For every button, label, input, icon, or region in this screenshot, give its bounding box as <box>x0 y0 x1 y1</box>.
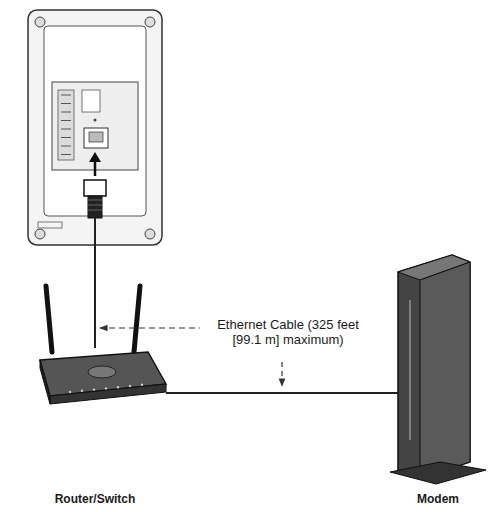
ethernet-cable <box>94 218 96 348</box>
leader-line <box>281 362 282 386</box>
leader-line <box>100 327 205 328</box>
cable-note: Ethernet Cable (325 feet [99.1 m] maximu… <box>200 316 376 348</box>
device-caption: Modem <box>417 492 459 506</box>
modem-node: Modem <box>388 250 488 506</box>
network-cable <box>166 392 398 394</box>
device-caption: Router/Switch <box>55 492 136 506</box>
modem-symbol <box>390 255 486 484</box>
router-symbol <box>40 286 166 404</box>
intercom-device <box>28 10 162 245</box>
router-node: Router/Switch <box>20 280 170 506</box>
